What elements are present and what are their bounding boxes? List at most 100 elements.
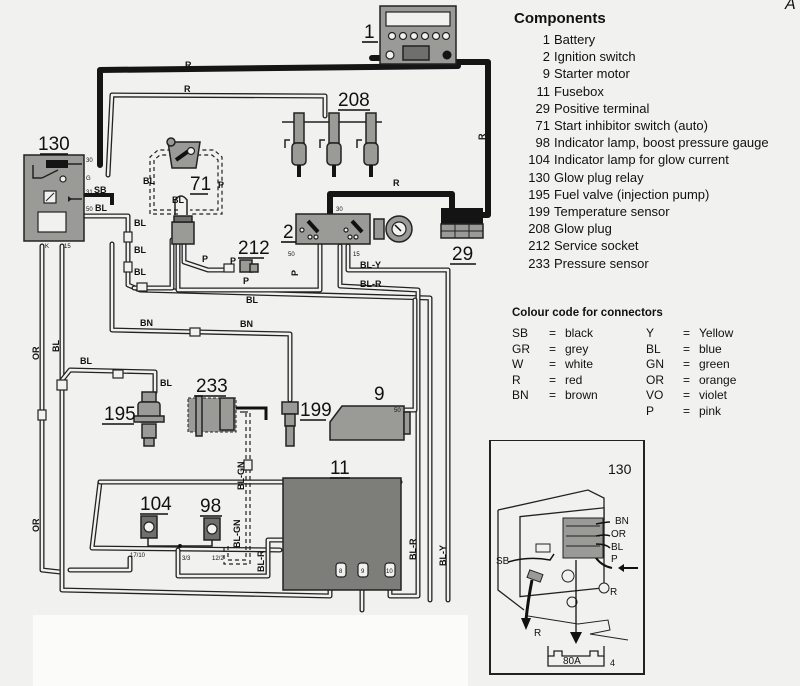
page-corner-letter: A (785, 0, 796, 13)
table-row: SB=black Y=Yellow (512, 326, 734, 340)
signal-wires (39, 92, 451, 613)
inset-label-bn: BN (615, 516, 629, 527)
label-battery: 1 (364, 22, 375, 43)
svg-text:R: R (184, 84, 191, 94)
fuse-9: 9 (357, 562, 369, 578)
inset-label-or: OR (611, 529, 626, 540)
glow-plug-relay: 130 30 G 31 50 K 15 (23, 134, 114, 250)
glow-plug-1 (284, 112, 307, 177)
inset-frame (489, 440, 645, 675)
svg-text:P: P (218, 180, 224, 190)
starter-motor: 9 50 (329, 384, 411, 441)
svg-text:BL-R: BL-R (408, 538, 418, 560)
inset-label-sb: SB (496, 556, 510, 567)
positive-terminal: 29 (440, 208, 484, 265)
table-row: P=pink (646, 403, 722, 418)
svg-text:8: 8 (339, 569, 343, 575)
lamp-terminal-1710: 17/10 (130, 553, 146, 559)
relay-detail-inset: 130 80A 4 BN OR BL P SB R R (489, 440, 645, 675)
blank-area (33, 615, 468, 686)
svg-text:BL-GN: BL-GN (236, 462, 246, 491)
svg-text:BL-Y: BL-Y (360, 260, 381, 270)
svg-text:P: P (290, 270, 300, 276)
inset-label-r-right: R (610, 587, 617, 598)
pressure-sensor: 233 (187, 376, 268, 437)
label-positive-terminal: 29 (452, 244, 473, 265)
label-temperature-sensor: 199 (300, 400, 332, 421)
svg-text:R: R (477, 133, 487, 140)
switch-terminal-30: 30 (336, 207, 343, 213)
label-glow-lamp: 104 (140, 494, 172, 515)
svg-text:BL: BL (246, 295, 258, 305)
svg-text:BL: BL (172, 195, 184, 205)
switch-terminal-50: 50 (288, 252, 295, 258)
label-service-socket: 212 (238, 238, 270, 259)
terminal-g: G (86, 176, 91, 182)
inset-relay-number: 130 (608, 461, 632, 477)
label-starter-motor: 9 (374, 384, 385, 405)
label-relay: 130 (38, 134, 70, 155)
label-inhibitor: 71 (190, 174, 211, 195)
svg-text:BL: BL (80, 356, 92, 366)
fuse-10: 10 (384, 562, 396, 578)
indicator-lamp-104: 104 17/10 (130, 494, 172, 559)
svg-text:BL-R: BL-R (256, 550, 266, 572)
fuse-number: 4 (610, 658, 615, 668)
svg-text:BN: BN (140, 318, 153, 328)
fuel-valve: 195 (102, 391, 165, 447)
svg-text:OR: OR (31, 346, 41, 360)
table-row: W=white GN=green (512, 357, 730, 371)
fuse-rating: 80A (563, 656, 581, 667)
glow-plug-3 (356, 112, 379, 177)
svg-text:BL: BL (134, 218, 146, 228)
wire-r-switch-terminal (327, 191, 455, 218)
svg-text:BN: BN (240, 319, 253, 329)
svg-text:P: P (202, 254, 208, 264)
svg-text:BL: BL (160, 378, 172, 388)
label-boost-lamp: 98 (200, 496, 221, 517)
battery: 1 (362, 5, 457, 65)
svg-text:P: P (230, 256, 236, 266)
inset-label-bl: BL (611, 542, 624, 553)
fusebox: 11 8 9 10 (282, 458, 402, 591)
svg-text:BL: BL (95, 203, 107, 213)
table-row: BN=brown VO=violet (512, 388, 728, 402)
svg-text:R: R (185, 60, 192, 70)
service-socket: 212 (238, 238, 270, 273)
label-fuel-valve: 195 (104, 404, 136, 425)
colour-code-title: Colour code for connectors (512, 307, 663, 319)
terminal-k: K (45, 244, 49, 250)
terminal-50: 50 (86, 207, 93, 213)
svg-text:SB: SB (94, 185, 107, 195)
svg-text:BL: BL (143, 176, 155, 186)
svg-text:10: 10 (386, 569, 393, 575)
label-pressure-sensor: 233 (196, 376, 228, 397)
wire-labels: R R R R SB BL BL BL BL BL BL P P P P P B… (31, 60, 487, 572)
fuse-8: 8 (335, 562, 347, 578)
terminal-15: 15 (64, 244, 71, 250)
label-glow-plug: 208 (338, 90, 370, 111)
lamp-terminal-33: 3/3 (182, 556, 191, 562)
terminal-30: 30 (86, 158, 93, 164)
label-fusebox: 11 (330, 458, 350, 479)
lamp-terminal-122: 12/2 (212, 556, 224, 562)
legend-title: Components (514, 10, 606, 27)
svg-text:BL-Y: BL-Y (438, 545, 448, 566)
label-ignition-switch: 2 (283, 222, 294, 243)
indicator-lamp-98: 98 3/3 12/2 (182, 496, 224, 562)
colour-code-table: SB=black Y=Yellow GR=grey BL=blue W=whit… (512, 326, 736, 419)
svg-text:BL-GN: BL-GN (232, 520, 242, 549)
inset-label-r-down: R (534, 628, 541, 639)
svg-text:BL: BL (134, 245, 146, 255)
